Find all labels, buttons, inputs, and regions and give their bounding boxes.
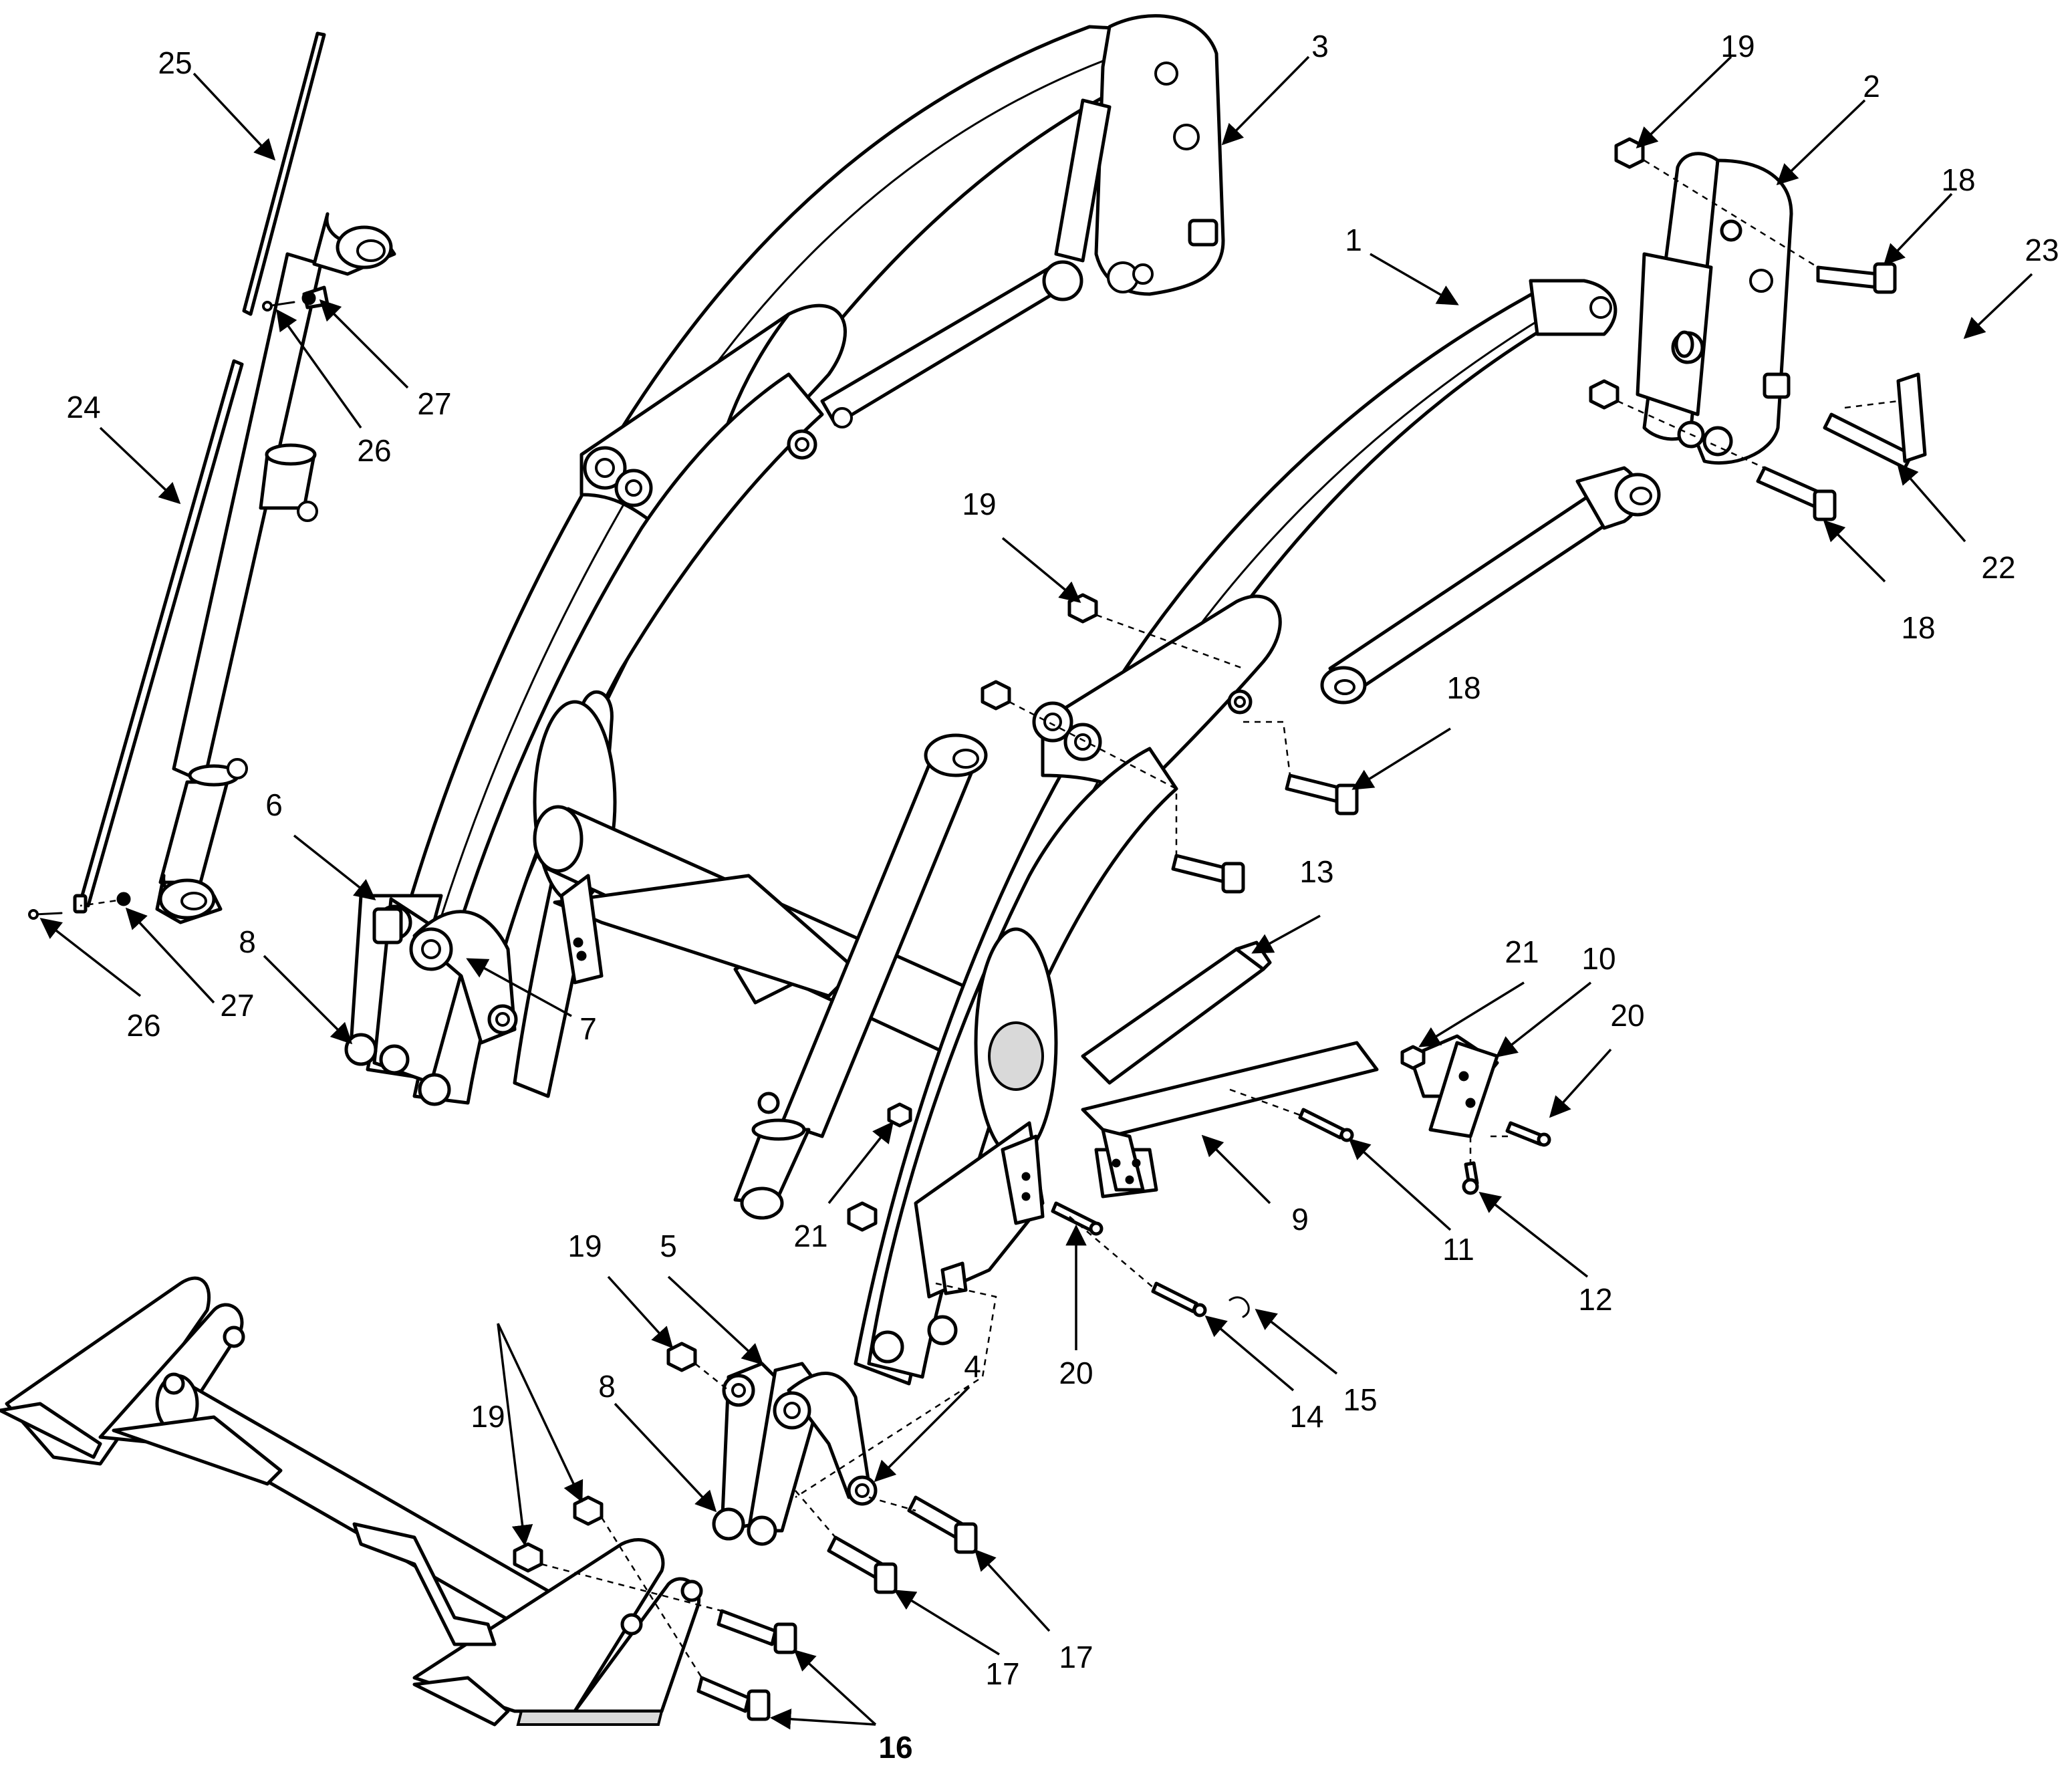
- callout-4: 4: [964, 1349, 981, 1384]
- callout-19: 19: [471, 1399, 505, 1434]
- leader-lines: [39, 55, 2033, 1730]
- callout-17: 17: [1059, 1640, 1093, 1674]
- callout-1: 1: [1345, 223, 1362, 257]
- callout-labels: 25 24 27 26 6 8 26 27 7 3 19 2 18 23 1 2…: [66, 29, 2059, 1765]
- callout-7: 7: [579, 1011, 597, 1046]
- callout-19: 19: [962, 487, 996, 521]
- callout-22: 22: [1981, 550, 2015, 585]
- fasteners: [513, 137, 1927, 1721]
- callout-21: 21: [1505, 934, 1539, 969]
- callout-18: 18: [1941, 162, 1975, 197]
- callout-8: 8: [239, 924, 256, 959]
- callout-16: 16: [878, 1730, 912, 1765]
- callout-3: 3: [1311, 29, 1329, 64]
- callout-11: 11: [1442, 1232, 1474, 1267]
- callout-21: 21: [793, 1219, 827, 1253]
- right-boom-cylinder: [1320, 466, 1661, 705]
- callout-15: 15: [1343, 1382, 1377, 1417]
- callout-9: 9: [1291, 1202, 1309, 1237]
- left-mount-bracket: [553, 874, 858, 998]
- callout-17: 17: [985, 1656, 1019, 1691]
- callout-26: 26: [357, 433, 391, 468]
- callout-6: 6: [265, 787, 283, 822]
- callout-14: 14: [1289, 1399, 1323, 1434]
- right-boom-arm: [854, 279, 1617, 1386]
- callout-10: 10: [1581, 941, 1615, 976]
- callout-27: 27: [220, 988, 254, 1023]
- callout-19: 19: [567, 1229, 602, 1263]
- callout-5: 5: [660, 1229, 677, 1263]
- right-bucket-linkage: [712, 1362, 878, 1546]
- callout-2: 2: [1863, 69, 1880, 104]
- callout-23: 23: [2025, 233, 2059, 267]
- callout-25: 25: [158, 45, 192, 80]
- callout-8: 8: [598, 1369, 616, 1404]
- callout-24: 24: [66, 390, 100, 424]
- part-2-bracket: [1636, 152, 1793, 465]
- assembly-dashed-lines: [80, 159, 1899, 1678]
- callout-27: 27: [417, 386, 451, 421]
- callout-18: 18: [1446, 670, 1480, 705]
- callout-20: 20: [1610, 998, 1644, 1033]
- right-tilt-cylinder: [733, 733, 988, 1220]
- bucket-frame: [0, 1276, 703, 1727]
- cross-channel-9-13: [1081, 940, 1379, 1199]
- callout-13: 13: [1299, 854, 1333, 889]
- callout-12: 12: [1578, 1282, 1612, 1317]
- callout-18: 18: [1901, 610, 1935, 645]
- left-bucket-linkage: [344, 894, 518, 1106]
- callout-20: 20: [1059, 1356, 1093, 1390]
- left-tilt-cylinder: [155, 212, 396, 924]
- callout-19: 19: [1720, 29, 1755, 64]
- callout-26: 26: [126, 1008, 160, 1043]
